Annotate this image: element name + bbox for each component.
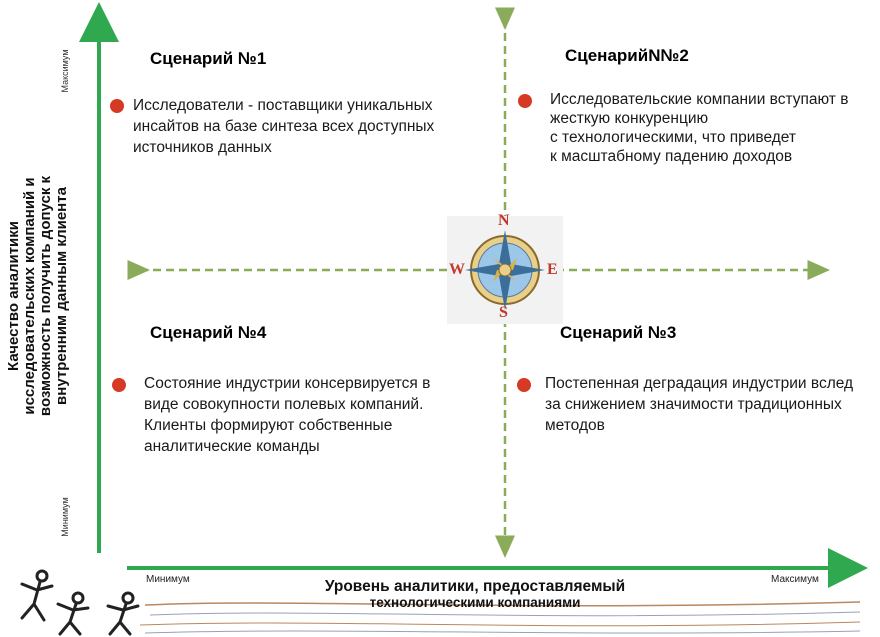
- scenario-3-bullet: [517, 378, 531, 392]
- scenario-4-title: Сценарий №4: [150, 323, 267, 342]
- compass-north: N: [498, 212, 510, 229]
- scenario-1-title: Сценарий №1: [150, 49, 267, 68]
- scenario-2-bullet: [518, 94, 532, 108]
- scenario-4-bullet: [112, 378, 126, 392]
- scenario-1-bullet: [110, 99, 124, 113]
- scenario-2-title: СценарийN№2: [565, 46, 689, 65]
- scenario-2-text: Исследовательские компании вступают в же…: [550, 91, 849, 165]
- x-axis-min: Минимум: [146, 574, 190, 585]
- scenario-3-title: Сценарий №3: [560, 323, 677, 342]
- y-axis-label: Качество аналитики исследовательских ком…: [5, 175, 70, 417]
- ground-lines: [144, 601, 861, 607]
- scenario-1-text: Исследователи - поставщики уникальных ин…: [133, 97, 435, 156]
- scenario-4-text: Состояние индустрии консервируется в вид…: [144, 375, 431, 455]
- compass-south: S: [499, 304, 508, 321]
- x-axis-max: Максимум: [771, 574, 819, 585]
- compass-west: W: [449, 261, 465, 278]
- compass-east: E: [547, 261, 558, 278]
- scenario-3-text: Постепенная деградация индустрии вслед з…: [545, 375, 854, 434]
- compass-icon: N S W E: [447, 212, 563, 324]
- y-axis-max: Максимум: [60, 49, 70, 93]
- y-axis-min: Минимум: [60, 497, 70, 537]
- x-axis-label: Уровень аналитики, предоставляемый техно…: [324, 578, 626, 611]
- stick-figures-icon: [20, 569, 140, 636]
